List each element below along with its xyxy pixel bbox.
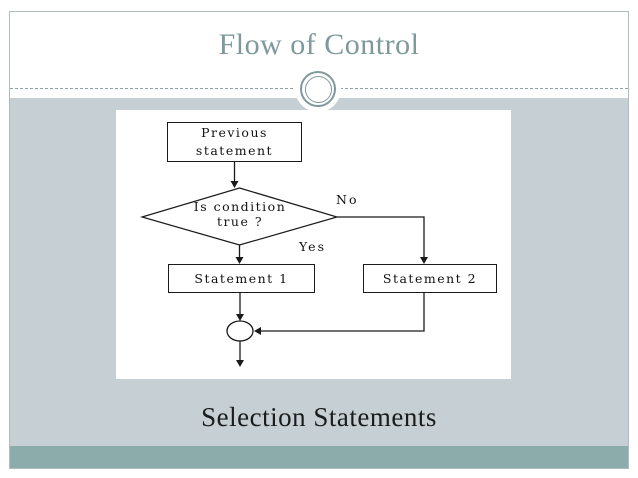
arrowhead-into-statement1 [235, 257, 244, 264]
statement1-label: Statement 1 [194, 270, 289, 286]
previous-statement-line1: Previous [201, 125, 268, 140]
no-edge-label: No [336, 192, 359, 207]
connector-circle-shape [226, 320, 254, 342]
arrowhead-into-connector-right [254, 327, 261, 335]
statement1-box: Statement 1 [168, 264, 315, 293]
arrowheads [230, 181, 428, 367]
slide: Flow of Control [9, 11, 629, 469]
previous-statement-box: Previous statement [167, 122, 302, 162]
slide-caption: Selection Statements [201, 402, 437, 432]
arrowhead-into-connector-top [236, 314, 244, 321]
statement2-label: Statement 2 [382, 270, 478, 286]
divider-circle-ornament [300, 71, 336, 107]
previous-statement-line2: statement [195, 143, 274, 158]
arrowhead-into-statement2 [420, 257, 428, 264]
arrowhead-into-decision [230, 181, 239, 188]
yes-edge-label: Yes [299, 239, 326, 254]
slide-title: Flow of Control [218, 28, 420, 61]
flowchart-connectors [139, 162, 428, 367]
footer-strip [10, 446, 628, 468]
arrowhead-exit [236, 360, 244, 367]
decision-label-line2: true ? [216, 214, 264, 229]
edge-no-to-statement2 [337, 216, 425, 258]
divider-circle-inner-ring [304, 75, 332, 103]
decision-label: Is condition true ? [154, 199, 326, 229]
edge-statement2-to-connector [261, 293, 425, 332]
flowchart-panel: Previous statement Is condition true ? N… [116, 110, 511, 379]
decision-label-line1: Is condition [193, 199, 287, 214]
statement2-box: Statement 2 [363, 264, 497, 293]
